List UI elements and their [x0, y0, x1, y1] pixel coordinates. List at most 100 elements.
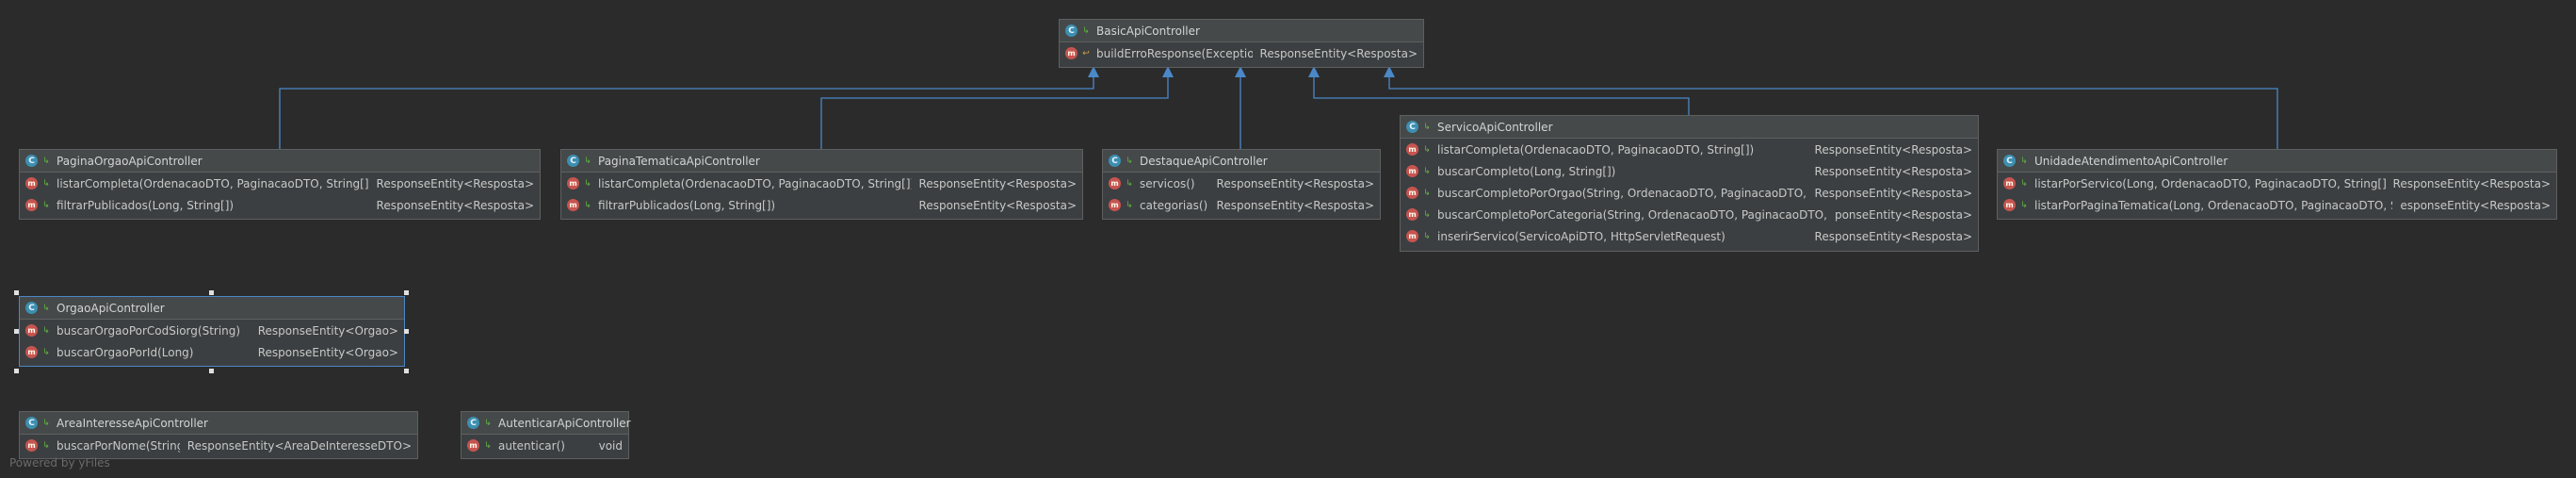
method-icon: m	[567, 199, 579, 211]
method-return-type: ResponseEntity<Resposta>	[1814, 164, 1972, 178]
method-row[interactable]: m↳filtrarPublicados(Long, String[])Respo…	[20, 194, 540, 216]
method-row[interactable]: m↳autenticar()void	[462, 435, 628, 456]
method-icon: m	[1406, 230, 1418, 242]
class-name: AutenticarApiController	[498, 416, 631, 430]
public-icon: ↳	[42, 347, 50, 357]
edge-servico-basic	[1313, 68, 1690, 115]
class-pagina-tematica-api-controller[interactable]: C↳PaginaTematicaApiController m↳listarCo…	[560, 149, 1083, 220]
method-row[interactable]: m↳buscarCompletoPorCategoria(String, Ord…	[1401, 204, 1978, 225]
selection-handle[interactable]	[14, 290, 19, 295]
method-signature: buscarCompletoPorOrgao(String, Ordenacao…	[1437, 186, 1807, 200]
selection-handle[interactable]	[404, 329, 409, 334]
class-pagina-orgao-api-controller[interactable]: C↳PaginaOrgaoApiController m↳listarCompl…	[19, 149, 541, 220]
method-signature: buscarOrgaoPorCodSiorg(String)	[57, 323, 241, 338]
class-icon: C	[2003, 155, 2016, 167]
method-row[interactable]: m↳categorias()ResponseEntity<Resposta>	[1103, 194, 1380, 216]
public-icon: ↳	[2020, 178, 2028, 189]
method-icon: m	[1406, 165, 1418, 177]
method-return-type: ResponseEntity<Resposta>	[2392, 176, 2551, 190]
method-icon: m	[25, 199, 38, 211]
method-row[interactable]: m↳buscarCompletoPorOrgao(String, Ordenac…	[1401, 182, 1978, 204]
public-icon: ↳	[2020, 156, 2028, 166]
method-row[interactable]: m↳buscarPorNome(String)ResponseEntity<Ar…	[20, 435, 417, 456]
method-return-type: ResponseEntity<Resposta>	[1216, 198, 1374, 212]
public-icon: ↳	[484, 440, 492, 451]
method-signature: inserirServico(ServicoApiDTO, HttpServle…	[1437, 229, 1725, 243]
public-icon: ↳	[42, 178, 50, 189]
class-name: AreaInteresseApiController	[57, 416, 208, 430]
class-header: C↳ServicoApiController	[1401, 116, 1978, 139]
arrowhead	[1162, 66, 1174, 77]
method-icon: m	[25, 346, 38, 358]
method-icon: m	[1406, 187, 1418, 199]
class-icon: C	[567, 155, 579, 167]
selection-handle[interactable]	[404, 290, 409, 295]
method-return-type: esponseEntity<Resposta>	[2400, 198, 2551, 212]
class-area-interesse-api-controller[interactable]: C↳AreaInteresseApiController m↳buscarPor…	[19, 411, 418, 459]
class-header: C↳OrgaoApiController	[20, 297, 404, 320]
method-row[interactable]: m↳listarCompleta(OrdenacaoDTO, Paginacao…	[1401, 139, 1978, 160]
method-icon: m	[1406, 143, 1418, 156]
method-return-type: ResponseEntity<Resposta>	[1814, 186, 1972, 200]
method-row[interactable]: m↳listarPorServico(Long, OrdenacaoDTO, P…	[1998, 173, 2556, 194]
method-icon: m	[567, 177, 579, 190]
method-signature: buildErroResponse(Exception)	[1096, 46, 1253, 60]
class-name: BasicApiController	[1096, 24, 1200, 38]
public-icon: ↳	[584, 178, 591, 189]
method-row[interactable]: m↳listarPorPaginaTematica(Long, Ordenaca…	[1998, 194, 2556, 216]
class-header: C↳PaginaTematicaApiController	[561, 150, 1082, 173]
method-signature: filtrarPublicados(Long, String[])	[57, 198, 235, 212]
public-icon: ↳	[42, 200, 50, 210]
method-row[interactable]: m ↳ inserirServico(ServicoApiDTO, HttpServ…	[1401, 225, 1978, 247]
selection-handle[interactable]	[14, 329, 19, 334]
public-icon: ↳	[1082, 25, 1090, 36]
method-icon: m	[1109, 199, 1121, 211]
method-icon: m	[1406, 208, 1418, 221]
class-header: C↳PaginaOrgaoApiController	[20, 150, 540, 173]
selection-handle[interactable]	[404, 369, 409, 373]
method-return-type: ResponseEntity<Resposta>	[1259, 46, 1418, 60]
class-name: PaginaOrgaoApiController	[57, 154, 203, 168]
method-row[interactable]: m↳buscarOrgaoPorCodSiorg(String)Response…	[20, 320, 404, 341]
public-icon: ↳	[42, 303, 50, 313]
method-return-type: ResponseEntity<Orgao>	[257, 345, 398, 359]
class-header: C↳BasicApiController	[1060, 20, 1423, 42]
class-header: C↳DestaqueApiController	[1103, 150, 1380, 173]
method-icon: m	[25, 177, 38, 190]
method-row[interactable]: m↳listarCompleta(OrdenacaoDTO, Paginacao…	[20, 173, 540, 194]
method-signature: buscarCompleto(Long, String[])	[1437, 164, 1616, 178]
method-row[interactable]: m↩buildErroResponse(Exception)ResponseEn…	[1060, 42, 1423, 64]
method-return-type: ResponseEntity<Resposta>	[1814, 229, 1972, 243]
method-signature: listarPorServico(Long, OrdenacaoDTO, Pag…	[2034, 176, 2386, 190]
selection-handle[interactable]	[209, 369, 214, 373]
method-row[interactable]: m↳servicos()ResponseEntity<Resposta>	[1103, 173, 1380, 194]
arrowhead	[1384, 66, 1395, 77]
public-icon: ↳	[1423, 122, 1431, 132]
method-icon: m	[25, 439, 38, 452]
arrowhead	[1088, 66, 1099, 77]
method-row[interactable]: m↳filtrarPublicados(Long, String[])Respo…	[561, 194, 1082, 216]
method-signature: listarCompleta(OrdenacaoDTO, PaginacaoDT…	[1437, 142, 1755, 157]
class-destaque-api-controller[interactable]: C↳DestaqueApiController m↳servicos()Resp…	[1102, 149, 1381, 220]
public-icon: ↳	[1423, 166, 1431, 176]
class-icon: C	[1406, 121, 1418, 133]
class-unidade-atendimento-api-controller[interactable]: C ↳ UnidadeAtendimentoApiController m↳list…	[1997, 149, 2557, 220]
class-basic-api-controller[interactable]: C↳BasicApiController m↩buildErroResponse…	[1059, 19, 1424, 68]
class-servico-api-controller[interactable]: C↳ServicoApiController m↳listarCompleta(…	[1400, 115, 1979, 252]
selection-handle[interactable]	[14, 369, 19, 373]
class-icon: C	[467, 417, 479, 429]
class-name: UnidadeAtendimentoApiController	[2034, 154, 2228, 168]
selection-handle[interactable]	[209, 290, 214, 295]
class-icon: C	[25, 155, 38, 167]
class-orgao-api-controller[interactable]: C↳OrgaoApiController m↳buscarOrgaoPorCod…	[19, 296, 405, 367]
method-row[interactable]: m↳buscarOrgaoPorId(Long)ResponseEntity<O…	[20, 341, 404, 363]
method-row[interactable]: m↳listarCompleta(OrdenacaoDTO, Paginacao…	[561, 173, 1082, 194]
method-signature: categorias()	[1140, 198, 1208, 212]
class-name: DestaqueApiController	[1140, 154, 1268, 168]
protected-icon: ↩	[1082, 48, 1090, 58]
class-autenticar-api-controller[interactable]: C ↳ AutenticarApiController m↳autenticar()…	[461, 411, 631, 459]
public-icon: ↳	[1423, 231, 1431, 241]
method-row[interactable]: m ↳ buscarCompleto(Long, String[]) Response…	[1401, 160, 1978, 182]
class-icon: C	[25, 417, 38, 429]
method-icon: m	[25, 324, 38, 337]
